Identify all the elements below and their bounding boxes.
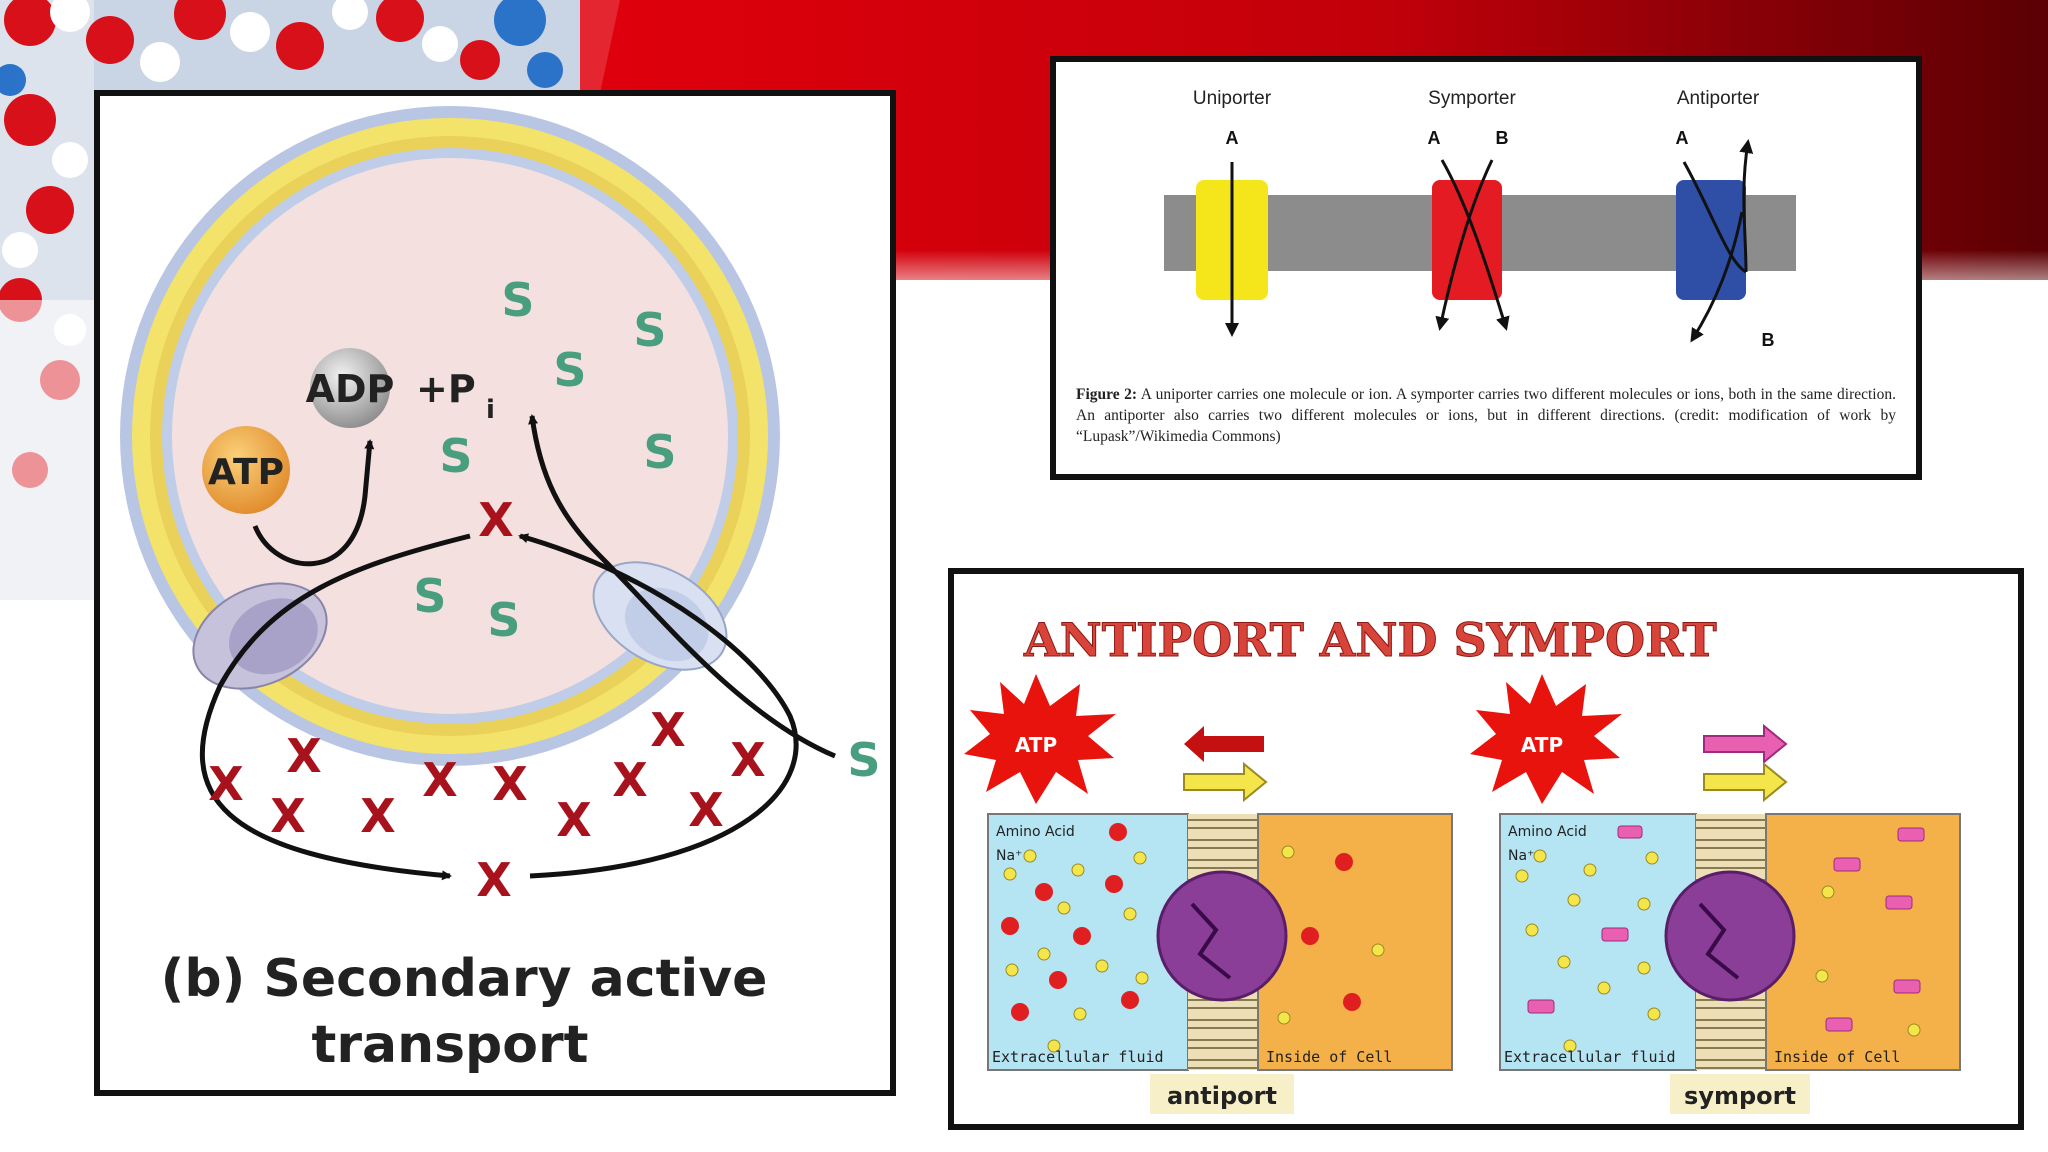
antiport-symport-panel: ANTIPORT AND SYMPORT ATP Amino Acid Na⁺: [948, 568, 2024, 1130]
atp-molecule: [202, 426, 290, 514]
extracellular-fluid-label: Extracellular fluid: [1504, 1048, 1676, 1066]
x-molecule: X: [650, 703, 685, 757]
secondary-transport-title-line2: transport: [311, 1015, 588, 1075]
s-molecule: S: [633, 303, 666, 357]
adp-label: ADP: [306, 367, 395, 411]
transport-protein-symport: [1664, 870, 1796, 1002]
secondary-transport-diagram: ADP +P i ATP S S S S S S S S X X X X X X…: [120, 106, 881, 1075]
atp-burst-label: ATP: [1015, 733, 1057, 757]
x-molecule: X: [360, 789, 395, 843]
arrow-right-yellow: [1183, 761, 1268, 803]
porter-types-diagram: Uniporter Symporter Antiporter A A B A B: [1164, 88, 1796, 350]
arrow-right-yellow: [1703, 761, 1788, 803]
molecule-b-label: B: [1496, 128, 1509, 148]
atp-burst-label: ATP: [1521, 733, 1563, 757]
s-cotransport-arrow: [528, 414, 836, 759]
x-molecule: X: [492, 757, 527, 811]
arrow-left-red: [1184, 726, 1264, 762]
extracellular-fluid-label: Extracellular fluid: [992, 1048, 1164, 1066]
caption-label: Figure 2:: [1076, 386, 1138, 403]
s-molecule: S: [439, 429, 472, 483]
transport-protein-antiport: [1156, 870, 1288, 1002]
atp-burst-symport: [1470, 674, 1622, 804]
atp-hydrolysis-arrow: [252, 439, 375, 567]
x-molecule: X: [422, 753, 457, 807]
caption-text: A uniporter carries one molecule or ion.…: [1076, 386, 1896, 445]
s-molecule: S: [413, 569, 446, 623]
molecule-a-label: A: [1226, 128, 1239, 148]
antiport-label: antiport: [1167, 1082, 1277, 1110]
x-molecule: X: [270, 789, 305, 843]
s-molecule: S: [487, 593, 520, 647]
x-molecule: X: [478, 493, 513, 547]
symporter-label: Symporter: [1428, 88, 1516, 109]
cell-interior: [172, 158, 728, 714]
molecule-photo: [0, 0, 580, 600]
pi-label: +P: [416, 367, 476, 411]
antiport-diagram: ATP Amino Acid Na⁺: [964, 674, 1453, 1114]
adp-molecule: [310, 348, 390, 428]
x-molecule: X: [208, 757, 243, 811]
s-molecule: S: [847, 733, 880, 787]
inside-cell-label: Inside of Cell: [1266, 1048, 1392, 1066]
antiporter-protein: [1676, 180, 1746, 300]
uniporter-label: Uniporter: [1193, 88, 1272, 109]
amino-acid-label: Amino Acid: [1508, 824, 1587, 840]
pi-subscript: i: [486, 395, 495, 425]
s-molecule: S: [553, 343, 586, 397]
secondary-transport-panel: ADP +P i ATP S S S S S S S S X X X X X X…: [94, 90, 896, 1096]
arrow-right-pink: [1703, 723, 1788, 765]
x-return-arrow: [518, 533, 799, 879]
x-molecule: X: [286, 729, 321, 783]
na-label: Na⁺: [996, 848, 1022, 864]
antiport-symport-diagram: ANTIPORT AND SYMPORT ATP Amino Acid Na⁺: [964, 613, 1961, 1114]
porter-types-panel: Uniporter Symporter Antiporter A A B A B…: [1050, 56, 1922, 480]
inside-cell-label: Inside of Cell: [1774, 1048, 1900, 1066]
s-molecule: S: [501, 273, 534, 327]
atp-label: ATP: [208, 452, 284, 493]
x-molecule: X: [612, 753, 647, 807]
antiport-symport-title: ANTIPORT AND SYMPORT: [1023, 613, 1717, 667]
s-molecule: S: [643, 425, 676, 479]
antiporter-label: Antiporter: [1677, 88, 1760, 109]
x-molecule: X: [556, 793, 591, 847]
x-pump-arrow: [199, 533, 471, 881]
figure-caption: Figure 2: A uniporter carries one molecu…: [1076, 384, 1896, 447]
molecule-b-label: B: [1762, 330, 1775, 350]
x-molecule: X: [730, 733, 765, 787]
pump-protein-left: [192, 582, 328, 690]
symport-diagram: ATP Amino Acid Na⁺ Extra: [1470, 674, 1961, 1114]
na-label: Na⁺: [1508, 848, 1534, 864]
x-molecule: X: [688, 783, 723, 837]
secondary-transport-title: (b) Secondary active: [161, 949, 768, 1009]
molecule-a-label: A: [1428, 128, 1441, 148]
extracellular-fluid-symport: [1499, 813, 1697, 1071]
symport-label: symport: [1684, 1082, 1796, 1110]
x-molecule: X: [476, 853, 511, 907]
atp-burst-antiport: [964, 674, 1116, 804]
symporter-protein: [1432, 180, 1502, 300]
amino-acid-label: Amino Acid: [996, 824, 1075, 840]
molecule-a-label: A: [1676, 128, 1689, 148]
